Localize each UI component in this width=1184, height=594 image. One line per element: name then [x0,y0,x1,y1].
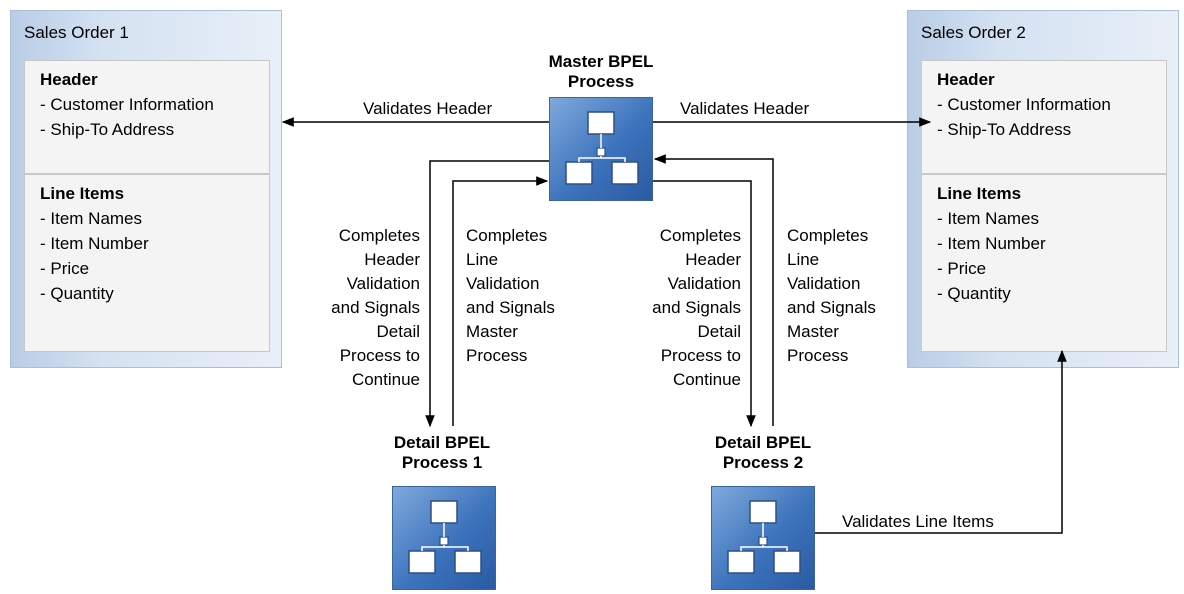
header-signal-1-text: Completes Header Validation and Signals … [300,224,420,392]
line-item: - Price [937,259,987,278]
detail-process-2-icon [711,486,815,590]
line-item: - Quantity [937,284,1011,303]
line-item: - Item Number [40,234,149,253]
line-item: - Item Names [40,209,143,228]
detail-process-2-label-line2: Process 2 [722,453,804,472]
sales-order-2-box: Sales Order 2 Header - Customer Informat… [907,10,1179,368]
line-item: - Item Names [937,209,1040,228]
validates-line-items-arrow [815,349,1067,534]
text-line: Detail [697,322,741,341]
detail-process-1-icon [392,486,496,590]
detail-process-1-label-line1: Detail BPEL [393,433,491,452]
sales-order-2-header-panel: Header - Customer Information - Ship-To … [921,60,1167,174]
text-line: Master [466,322,518,341]
text-line: Validation [787,274,861,293]
line-signal-2-text: Completes Line Validation and Signals Ma… [787,224,907,368]
text-line: and Signals [466,298,555,317]
text-line: Header [364,250,420,269]
text-line: Validation [346,274,420,293]
header-title: Header [40,70,98,89]
master-process-label-line2: Process [567,72,635,91]
text-line: Validation [667,274,741,293]
text-line: Line [787,250,820,269]
process-flow-icon [727,500,801,574]
detail-process-1-label-line2: Process 1 [401,453,483,472]
text-line: and Signals [331,298,420,317]
validates-header-right-label: Validates Header [680,99,810,118]
text-line: Process to [339,346,420,365]
header-item: - Ship-To Address [937,120,1072,139]
text-line: Process to [660,346,741,365]
text-line: Completes [659,226,741,245]
sales-order-2-title: Sales Order 2 [921,23,1026,42]
text-line: Completes [466,226,548,245]
text-line: Completes [338,226,420,245]
text-line: and Signals [787,298,876,317]
process-flow-icon [565,111,639,185]
line-items-title: Line Items [937,184,1022,203]
header-title: Header [937,70,995,89]
text-line: Process [466,346,528,365]
header-item: - Customer Information [937,95,1111,114]
text-line: Detail [376,322,420,341]
header-signal-2-arrow [653,180,756,428]
master-process-label: Master BPEL Process [526,52,676,92]
header-item: - Customer Information [40,95,214,114]
validates-header-left-label: Validates Header [363,99,493,118]
text-line: Line [466,250,499,269]
sales-order-2-line-items-panel: Line Items - Item Names - Item Number - … [921,174,1167,352]
text-line: Header [685,250,741,269]
text-line: Process [787,346,849,365]
text-line: and Signals [652,298,741,317]
detail-process-1-label: Detail BPEL Process 1 [367,433,517,473]
sales-order-1-header-panel: Header - Customer Information - Ship-To … [24,60,270,174]
sales-order-1-box: Sales Order 1 Header - Customer Informat… [10,10,282,368]
header-item: - Ship-To Address [40,120,175,139]
text-line: Continue [351,370,420,389]
sales-order-1-line-items-panel: Line Items - Item Names - Item Number - … [24,174,270,352]
detail-process-2-label: Detail BPEL Process 2 [688,433,838,473]
text-line: Completes [787,226,869,245]
detail-process-2-label-line1: Detail BPEL [714,433,812,452]
text-line: Master [787,322,839,341]
line-item: - Item Number [937,234,1046,253]
header-signal-2-text: Completes Header Validation and Signals … [621,224,741,392]
process-flow-icon [408,500,482,574]
line-signal-1-text: Completes Line Validation and Signals Ma… [466,224,586,368]
line-items-title: Line Items [40,184,125,203]
validates-line-items-label: Validates Line Items [842,512,994,531]
line-item: - Price [40,259,90,278]
sales-order-1-title: Sales Order 1 [24,23,129,42]
header-signal-1-arrow [425,160,549,428]
line-signal-2-arrow [653,154,774,426]
text-line: Continue [672,370,741,389]
line-signal-1-arrow [452,176,549,426]
master-process-icon [549,97,653,201]
text-line: Validation [466,274,540,293]
line-item: - Quantity [40,284,114,303]
master-process-label-line1: Master BPEL [548,52,654,71]
